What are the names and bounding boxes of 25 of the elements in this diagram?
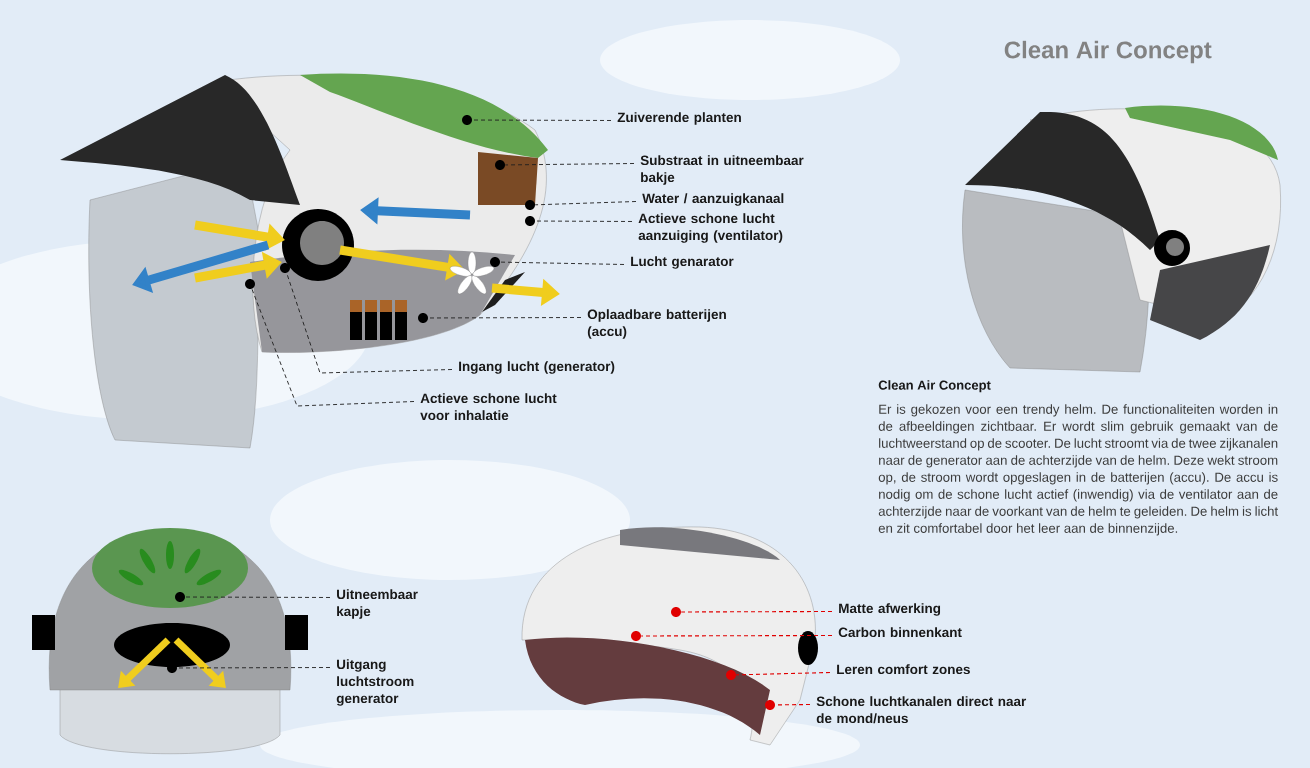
callout-label: Uitgang luchtstroom generator	[336, 659, 414, 706]
leader-line	[504, 163, 635, 166]
callout-label: Zuiverende planten	[617, 112, 741, 125]
callout-label: Oplaadbare batterijen (accu)	[587, 309, 726, 339]
leader-line	[534, 201, 637, 206]
leader-line	[251, 288, 415, 407]
callout-label: Lucht genarator	[631, 256, 734, 269]
callout-label: Actieve schone lucht voor inhalatie	[420, 393, 557, 421]
callout-label: Leren comfort zones	[837, 664, 970, 675]
leader-line	[680, 610, 833, 613]
heading: Clean Air Concept	[878, 380, 991, 393]
callout-label: Water / aanzuigkanaal	[642, 193, 784, 206]
callout-label: Matte afwerking	[839, 603, 941, 616]
leader-line	[184, 596, 331, 598]
leader-line	[499, 261, 625, 265]
title: Clean Air Concept	[1004, 40, 1212, 64]
leader-line	[534, 220, 633, 222]
paragraph: Er is gekozen voor een trendy helm. De functionaliteiten worden in de afbeeldingen zichtbaar. Er wordt slim gebruik gemaakt van de luchtweerstand op de scooter. De lucht stroomt via de twee zijkanalen naar de generator aan de achterzijde van de helm. Deze wekt stroom op, de stroom wordt opgeslagen in de batterijen (accu). De accu is nodig om de schone lucht actief (inwendig) via de ventilator aan de achterzijde naar de voorkant van de helm te geleiden. De helm is licht en zit comfortabel door het leer aan de binnenzijde.	[878, 404, 1278, 536]
callout-label: Substraat in uitneembaar bakje	[640, 155, 804, 185]
callout-label: Schone luchtkanalen direct naar de mond/neus	[816, 696, 1027, 724]
callout-label: Carbon binnenkant	[838, 627, 962, 638]
callout-label: Uitneembaar kapje	[337, 589, 418, 619]
callout-label: Ingang lucht (generator)	[459, 361, 615, 374]
callout-label: Actieve schone lucht aanzuiging (ventilator)	[638, 213, 783, 243]
leader-line	[640, 634, 833, 637]
